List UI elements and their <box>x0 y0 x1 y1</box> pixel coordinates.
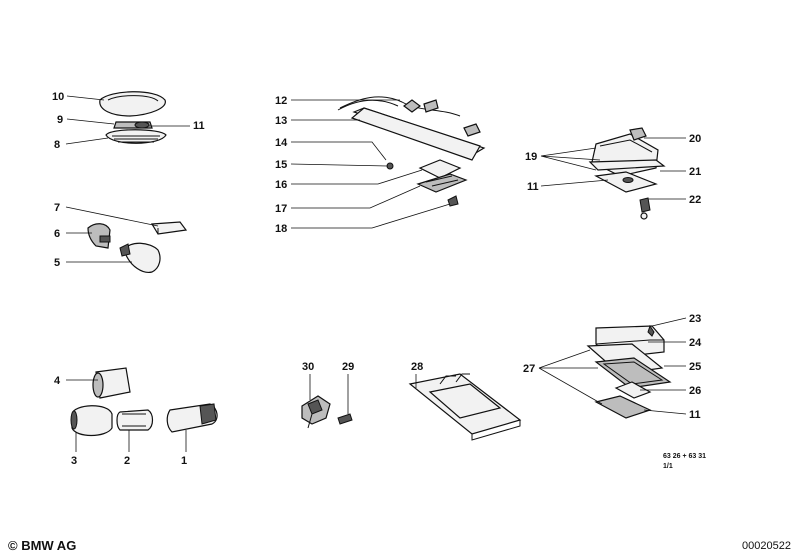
label-10: 10 <box>52 91 64 103</box>
label-25: 25 <box>689 361 701 373</box>
label-3: 3 <box>71 455 77 467</box>
label-5: 5 <box>54 257 60 269</box>
label-28: 28 <box>411 361 423 373</box>
label-6: 6 <box>54 228 60 240</box>
label-29: 29 <box>342 361 354 373</box>
copyright-text: © BMW AG <box>8 538 77 553</box>
document-number: 00020522 <box>742 540 791 552</box>
label-19: 19 <box>525 151 537 163</box>
label-26: 26 <box>689 385 701 397</box>
label-1: 1 <box>181 455 187 467</box>
reference-code: 63 26 + 63 31 <box>663 453 706 460</box>
label-21: 21 <box>689 166 701 178</box>
label-20: 20 <box>689 133 701 145</box>
label-8: 8 <box>54 139 60 151</box>
label-23: 23 <box>689 313 701 325</box>
label-11: 11 <box>527 181 539 193</box>
label-13: 13 <box>275 115 287 127</box>
label-11: 11 <box>689 409 701 421</box>
label-24: 24 <box>689 337 702 349</box>
label-7: 7 <box>54 202 60 214</box>
bulb-socket-group <box>87 221 188 273</box>
cylinder-bulb-group <box>70 367 218 437</box>
interior-lamp-assembly <box>99 91 167 144</box>
label-9: 9 <box>57 114 63 126</box>
lamp-cover-assembly <box>586 324 672 419</box>
switch-and-screw-group <box>301 373 522 441</box>
reference-sheet: 1/1 <box>663 463 673 470</box>
label-11: 11 <box>193 120 205 132</box>
label-18: 18 <box>275 223 287 235</box>
label-15: 15 <box>275 159 287 171</box>
label-14: 14 <box>275 137 288 149</box>
label-22: 22 <box>689 194 701 206</box>
label-16: 16 <box>275 179 287 191</box>
housing-lamp-assembly <box>588 127 666 220</box>
label-2: 2 <box>124 455 130 467</box>
label-4: 4 <box>54 375 61 387</box>
label-27: 27 <box>523 363 535 375</box>
license-plate-lamp-assembly <box>337 96 486 207</box>
label-12: 12 <box>275 95 287 107</box>
label-30: 30 <box>302 361 314 373</box>
label-17: 17 <box>275 203 287 215</box>
